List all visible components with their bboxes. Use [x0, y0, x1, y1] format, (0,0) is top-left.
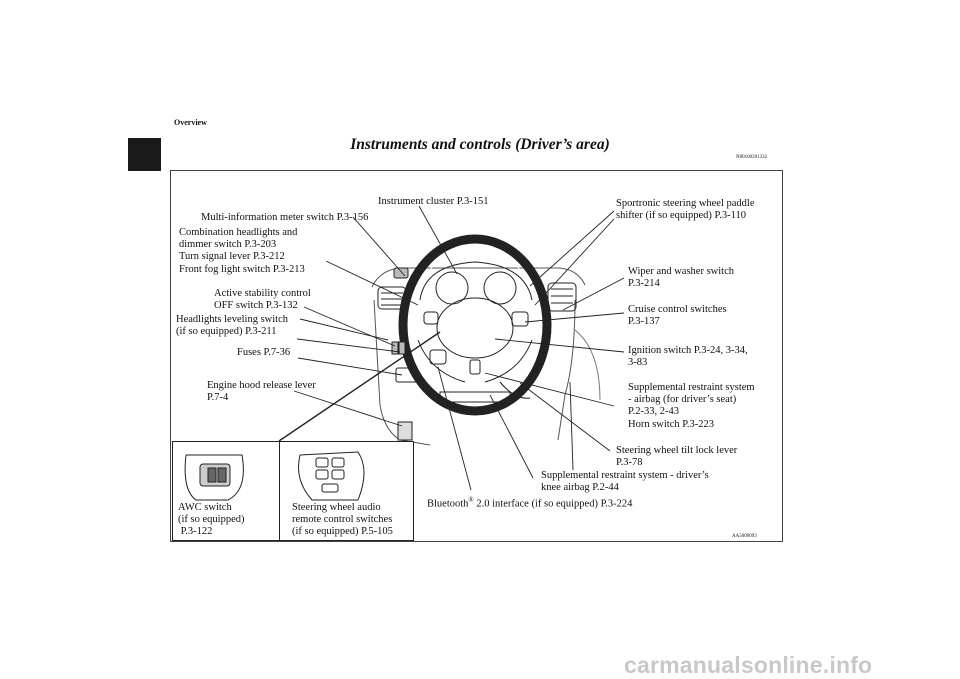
callout-ignition-switch: Ignition switch P.3-24, 3-34, 3-83: [628, 345, 748, 369]
callout-bluetooth: Bluetooth® 2.0 interface (if so equipped…: [427, 494, 632, 511]
inset-panel: [172, 441, 414, 541]
section-header: Overview: [174, 118, 207, 127]
callout-active-stability: Active stability control OFF switch P.3-…: [214, 288, 311, 312]
registered-mark: ®: [468, 496, 474, 504]
callout-fuses: Fuses P.7-36: [237, 347, 291, 358]
document-code: N00100201332: [736, 155, 768, 160]
section-tab-marker: [128, 138, 161, 171]
callout-tilt-lock: Steering wheel tilt lock lever P.3-78: [616, 445, 738, 469]
callout-wiper-washer: Wiper and washer switch P.3-214: [628, 266, 734, 290]
figure-frame: [170, 170, 783, 542]
callout-knee-airbag: Supplemental restraint system - driver’s…: [541, 470, 709, 494]
image-code: AA5009093: [732, 534, 757, 539]
callout-paddle-shifter: Sportronic steering wheel paddle shifter…: [616, 198, 755, 222]
callout-awc-switch: AWC switch (if so equipped) P.3-122: [178, 502, 245, 538]
callout-multi-info-switch: Multi-information meter switch P.3-156: [201, 212, 369, 223]
callout-combination-headlights: Combination headlights and dimmer switch…: [179, 227, 305, 275]
watermark: carmanualsonline.info: [624, 652, 873, 678]
callout-srs-airbag: Supplemental restraint system - airbag (…: [628, 382, 755, 430]
inset-divider: [279, 441, 280, 540]
bluetooth-text: Bluetooth: [427, 498, 469, 510]
callout-hood-release: Engine hood release lever P.7-4: [207, 380, 316, 404]
bluetooth-text-rest: 2.0 interface (if so equipped) P.3-224: [473, 498, 633, 510]
callout-audio-remote: Steering wheel audio remote control swit…: [292, 502, 393, 538]
page-title: Instruments and controls (Driver’s area): [350, 136, 610, 153]
callout-headlights-leveling: Headlights leveling switch (if so equipp…: [176, 314, 288, 338]
callout-instrument-cluster: Instrument cluster P.3-151: [378, 196, 489, 207]
callout-cruise-control: Cruise control switches P.3-137: [628, 304, 727, 328]
